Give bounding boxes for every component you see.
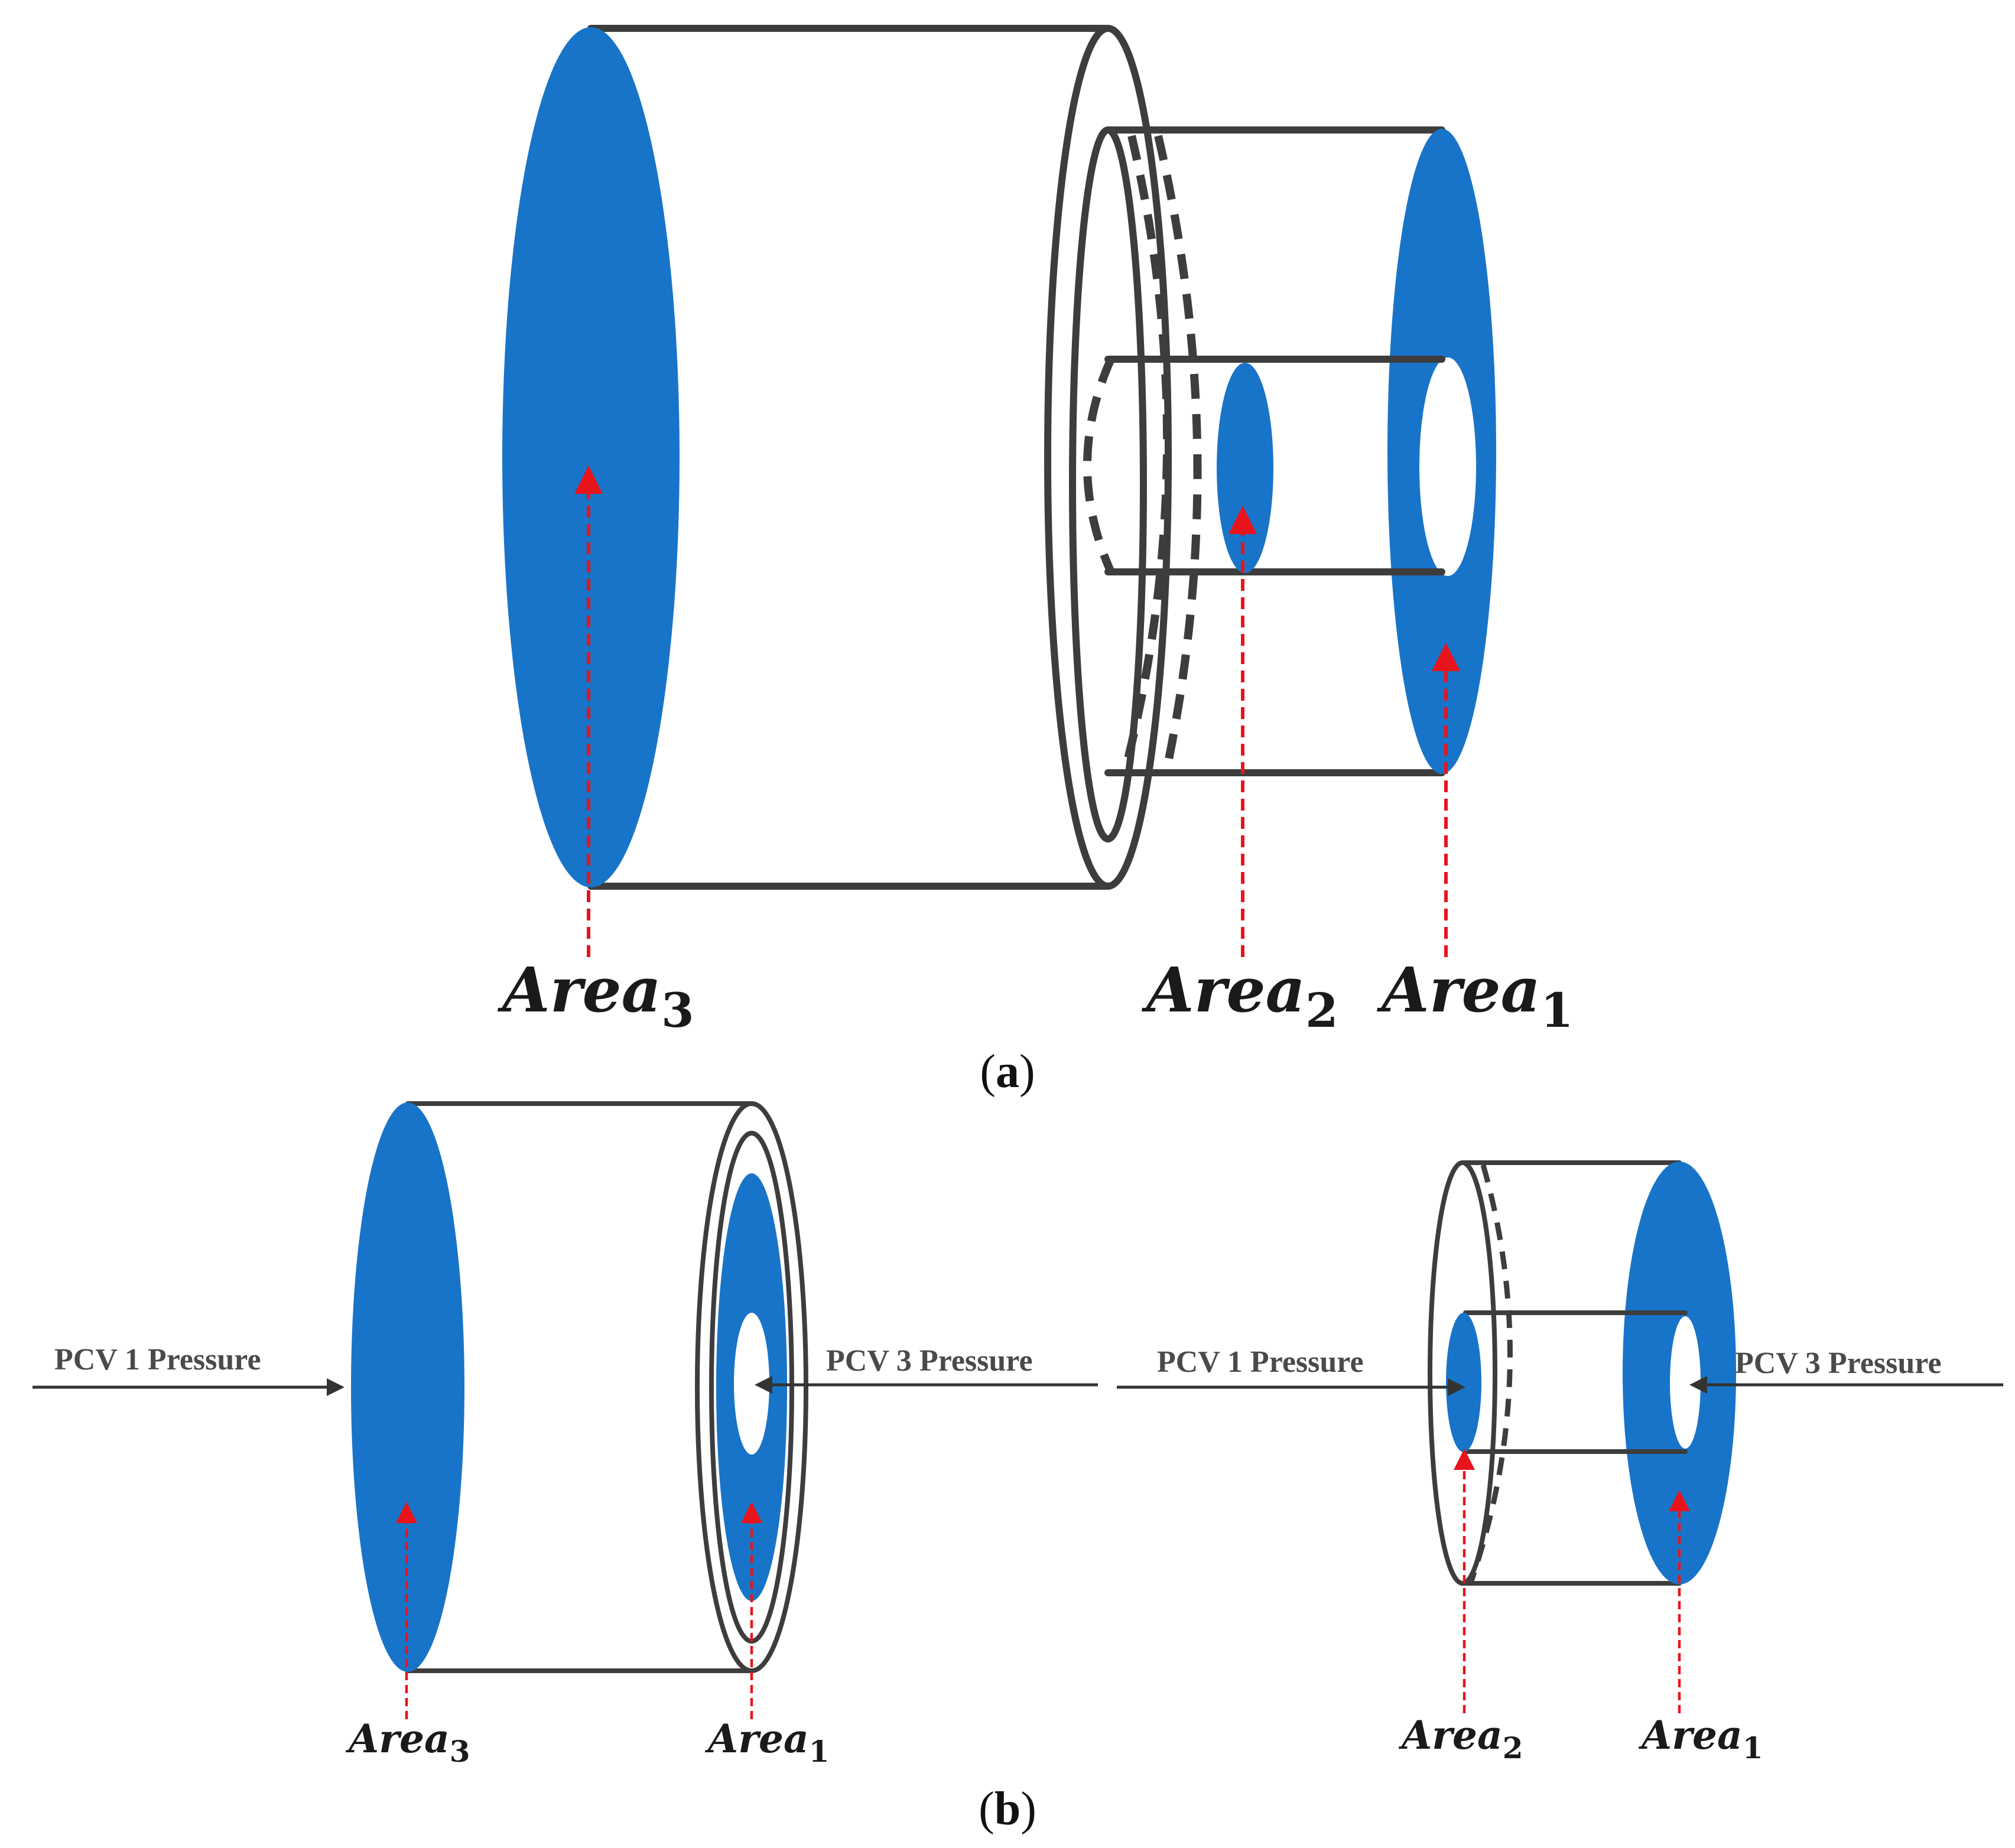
area3-face	[502, 27, 680, 887]
large-cylinder-inner-rim	[1069, 126, 1147, 842]
area3-label-b: Area3	[345, 1716, 470, 1769]
panel-a-label: (a)	[980, 1046, 1035, 1098]
area1-hole-b	[734, 1313, 769, 1455]
area1-label-b-right: Area1	[1638, 1712, 1763, 1765]
area2-face-b	[1446, 1313, 1481, 1452]
area2-label-b: Area2	[1398, 1712, 1523, 1765]
large-cylinder	[502, 25, 1172, 890]
panel-a: Area3 Area2 Area1 (a)	[497, 25, 1574, 1098]
pcv3-pressure-label-left: PCV 3 Pressure	[826, 1344, 1033, 1378]
area1-label: Area1	[1376, 954, 1574, 1038]
area1-label-b: Area1	[704, 1716, 830, 1769]
pcv1-pressure-label-left: PCV 1 Pressure	[54, 1343, 261, 1377]
area3-face-b	[351, 1102, 464, 1672]
pcv3-pressure-label-right: PCV 3 Pressure	[1735, 1346, 1942, 1380]
panel-b-left: PCV 1 Pressure PCV 3 Pressure Area3 Area…	[32, 1101, 1098, 1769]
panel-b-right: PCV 1 Pressure PCV 3 Pressure Area2 Area…	[1117, 1160, 2003, 1765]
area2-label: Area2	[1141, 954, 1338, 1038]
pcv1-pressure-label-right: PCV 1 Pressure	[1157, 1345, 1364, 1379]
area1-hole-b-right	[1670, 1316, 1701, 1449]
outer-sleeve-rim	[695, 1101, 808, 1673]
large-cylinder-far-rim	[1044, 25, 1172, 890]
panel-b-label: (b)	[979, 1783, 1036, 1835]
area3-label: Area3	[497, 954, 694, 1038]
medium-sleeve-near-rim	[1428, 1160, 1497, 1586]
area2-face	[1217, 363, 1273, 573]
area1-hole	[1419, 357, 1476, 576]
medium-cylinder	[1104, 126, 1496, 776]
